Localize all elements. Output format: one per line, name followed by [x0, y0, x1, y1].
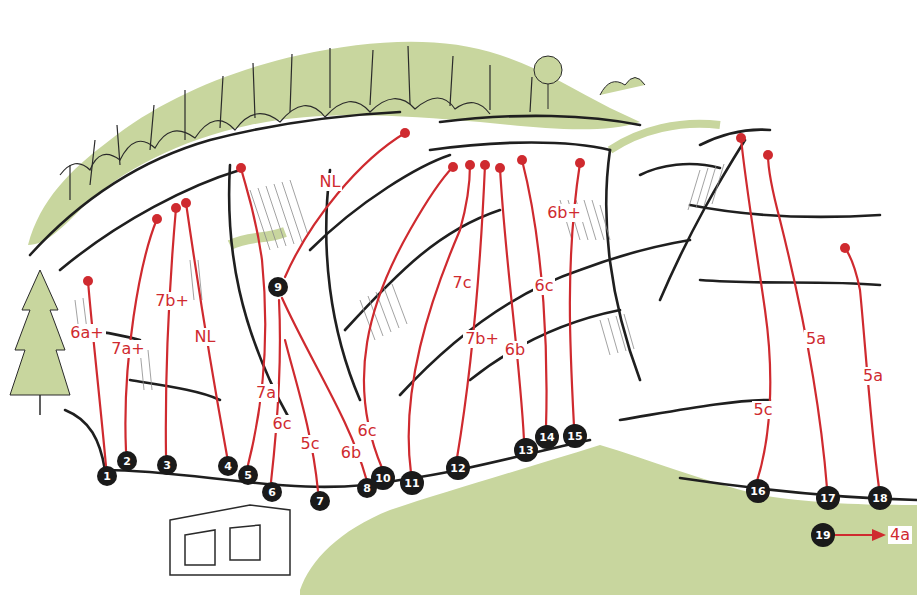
- callout-number: 5: [244, 470, 252, 481]
- callout-number: 13: [518, 445, 533, 456]
- callout-number: 9: [274, 282, 282, 293]
- callout-number: 6: [268, 487, 276, 498]
- route-number: 12: [446, 456, 470, 480]
- route-number: 1: [97, 466, 117, 486]
- route-grade: 5a: [804, 330, 828, 348]
- route-grade: 6a+: [68, 324, 105, 342]
- route-number: 15: [563, 424, 587, 448]
- route-grade: 7a+: [109, 340, 146, 358]
- route-grade: 7b+: [153, 292, 191, 310]
- route-grade: 6b+: [545, 204, 583, 222]
- callout-number: 10: [375, 473, 390, 484]
- route-grade: 6c: [356, 422, 379, 440]
- route-grade: 6b: [503, 341, 527, 359]
- route-grade: 7c: [451, 274, 474, 292]
- route-number: 18: [868, 486, 892, 510]
- callout-number: 2: [123, 456, 131, 467]
- route-number: 11: [400, 471, 424, 495]
- callout-number: 15: [567, 431, 582, 442]
- route-grade: 6b: [339, 444, 363, 462]
- route-grade: 4a: [888, 526, 912, 544]
- route-number: 3: [157, 455, 177, 475]
- route-number: 16: [746, 479, 770, 503]
- callout-number: 3: [163, 460, 171, 471]
- route-grade: NL: [193, 328, 218, 346]
- route-number: 7: [310, 491, 330, 511]
- callout-number: 12: [450, 463, 465, 474]
- callout-number: 19: [815, 530, 830, 541]
- callout-number: 1: [103, 471, 111, 482]
- callout-number: 17: [820, 493, 835, 504]
- route-number: 13: [514, 438, 538, 462]
- route-number: 14: [535, 425, 559, 449]
- callout-number: 8: [363, 483, 371, 494]
- route-grade: NL: [318, 173, 343, 191]
- route-grade: 7a: [254, 384, 278, 402]
- route-number: 2: [117, 451, 137, 471]
- route-grade: 5a: [861, 367, 885, 385]
- callout-number: 14: [539, 432, 554, 443]
- callout-number: 18: [872, 493, 887, 504]
- route-number: 17: [816, 486, 840, 510]
- route-grade: 6c: [533, 277, 556, 295]
- callout-number: 11: [404, 478, 419, 489]
- route-grade: 7b+: [463, 330, 501, 348]
- callout-number: 7: [316, 496, 324, 507]
- route-number: 19: [811, 523, 835, 547]
- route-grade: 6c: [271, 415, 294, 433]
- route-grade: 5c: [752, 401, 775, 419]
- route-number: 5: [238, 465, 258, 485]
- route-number: 6: [262, 482, 282, 502]
- route-number: 10: [371, 466, 395, 490]
- route-grade: 5c: [299, 435, 322, 453]
- route-number: 4: [218, 456, 238, 476]
- callout-number: 16: [750, 486, 765, 497]
- route-number: 9: [268, 277, 288, 297]
- callout-number: 4: [224, 461, 232, 472]
